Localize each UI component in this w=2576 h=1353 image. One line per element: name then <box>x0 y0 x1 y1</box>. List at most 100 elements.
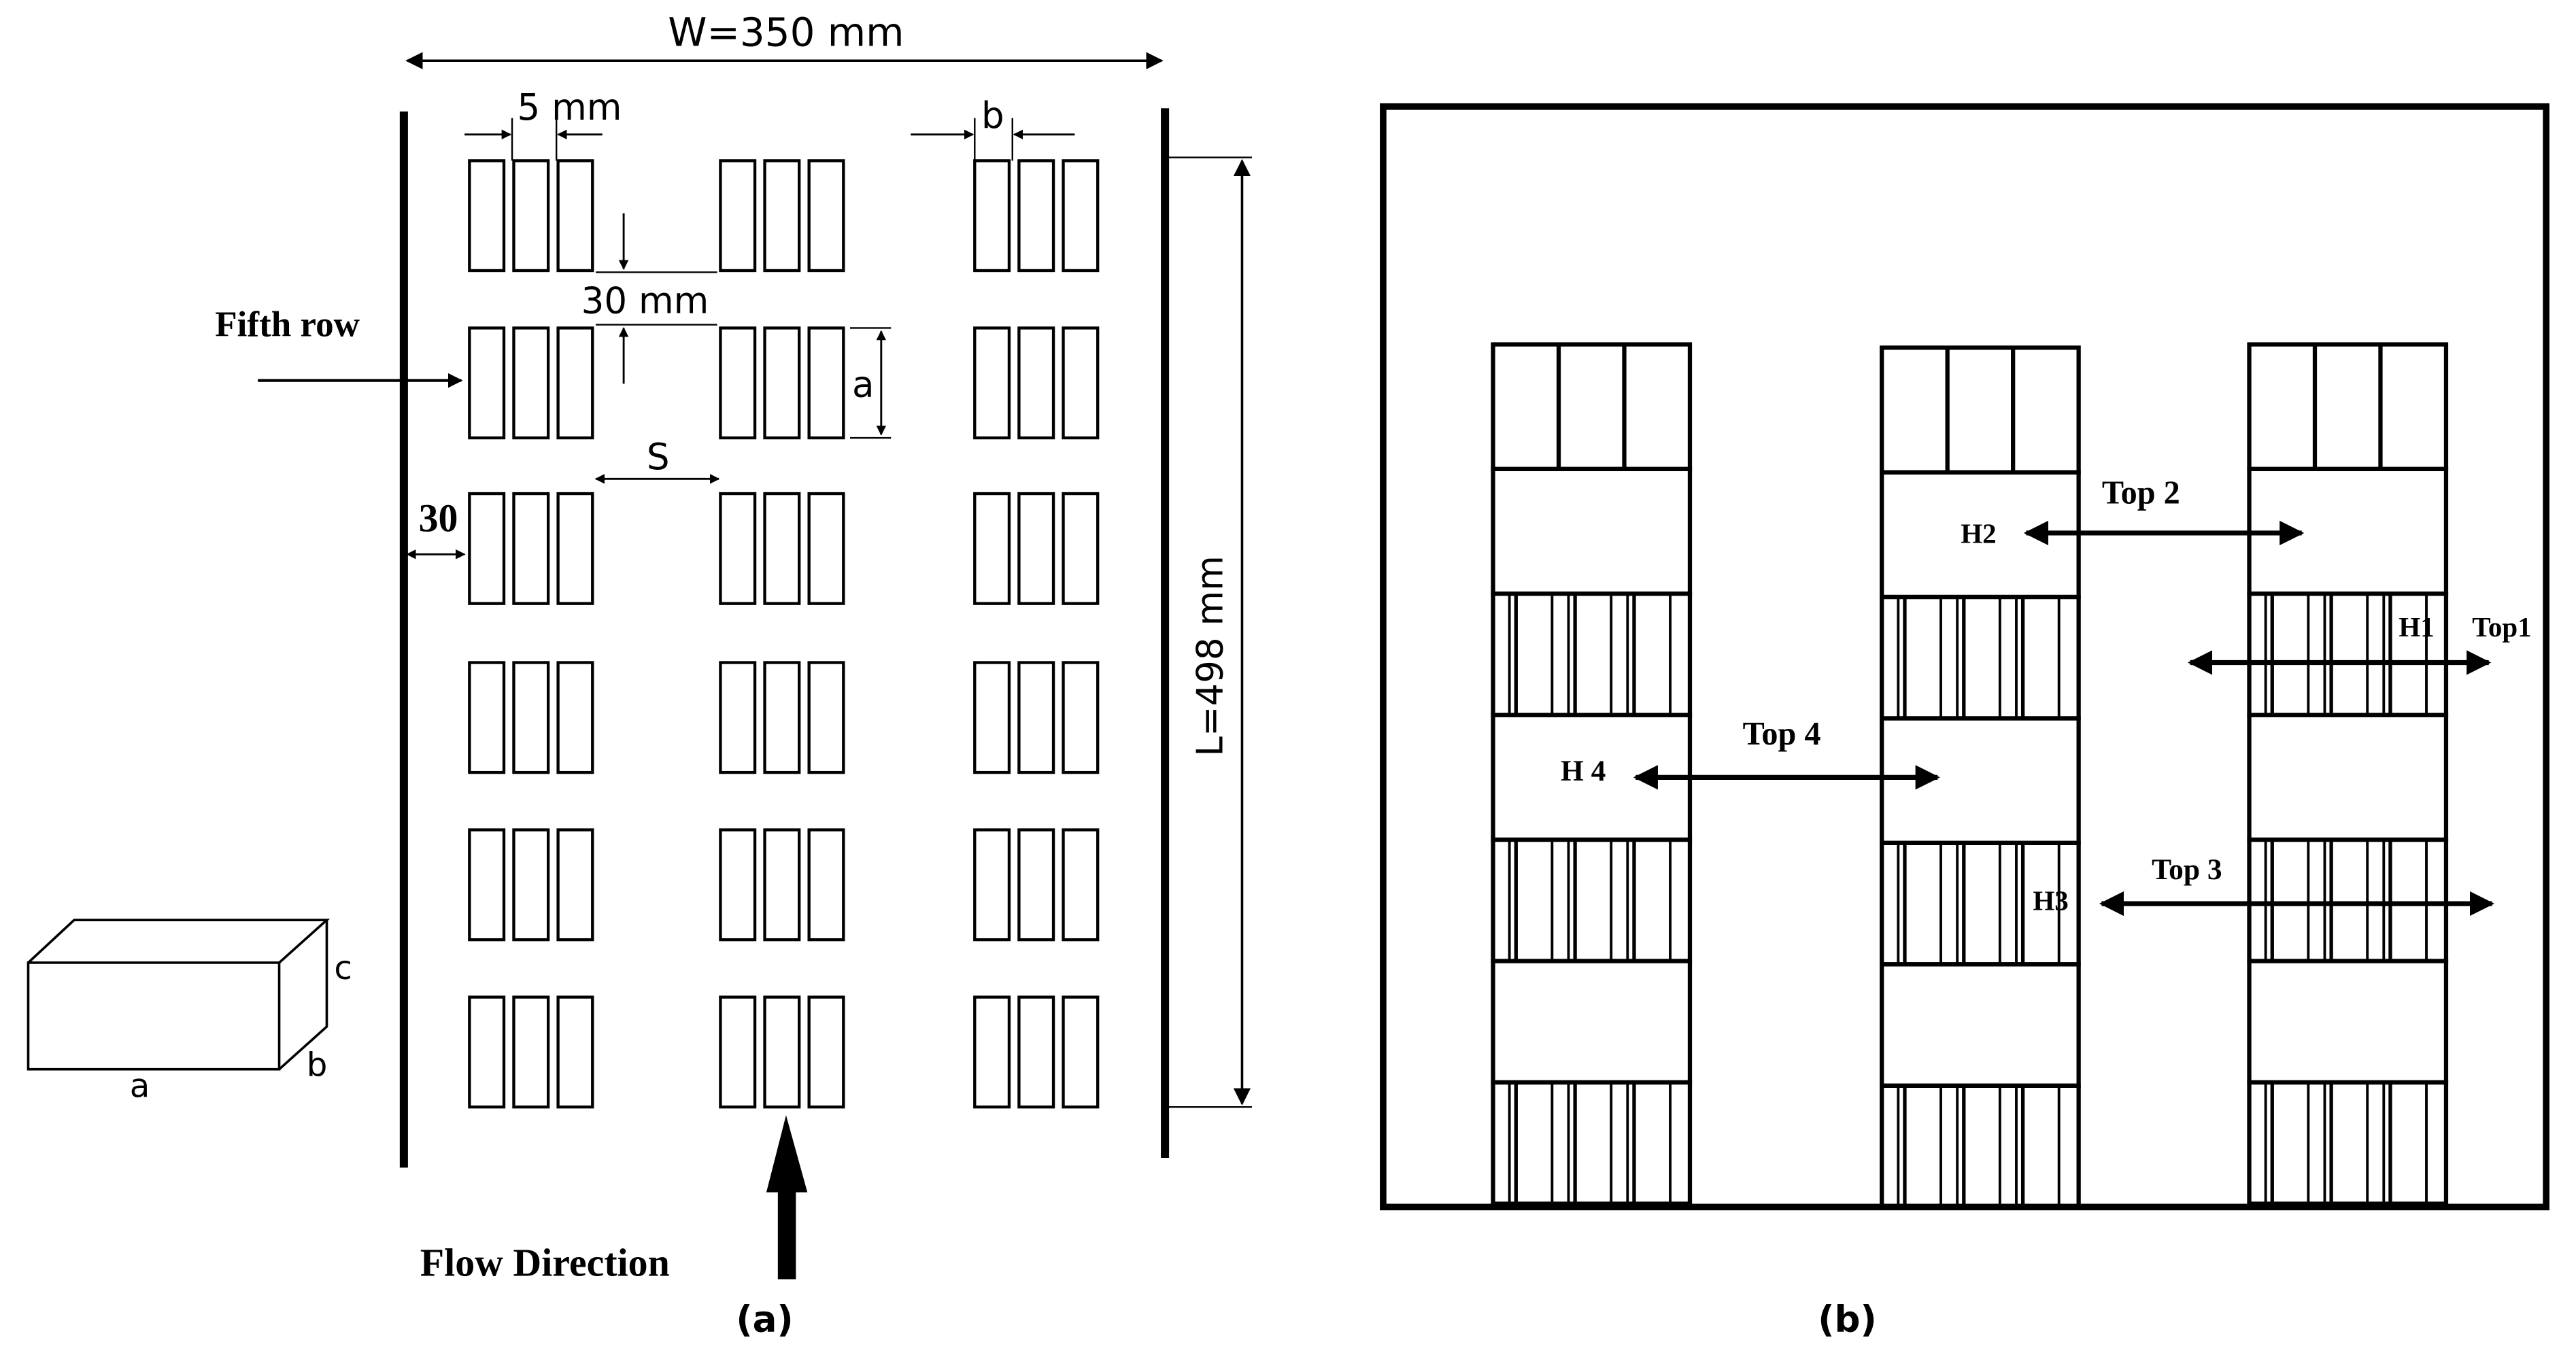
block-r2-g1-2 <box>512 326 550 440</box>
stack1-segment-7 <box>1491 1080 1693 1206</box>
stack1-segment-5 <box>1491 837 1693 963</box>
block-r2-g1-3 <box>556 326 594 440</box>
stack1-segment-6 <box>1491 959 1693 1085</box>
block-r2-g1-1 <box>468 326 506 440</box>
probe-top2-tag: H2 <box>1961 517 1996 549</box>
block-r3-g2-3 <box>807 492 845 605</box>
block-r4-g3-1 <box>973 661 1011 774</box>
probe-top4-name: Top 4 <box>1743 716 1821 752</box>
block-r5-g1-2 <box>512 828 550 942</box>
stack2-segment-1 <box>1880 345 2081 475</box>
stack3-segment-6 <box>2247 959 2449 1085</box>
block-r2-g3-1 <box>973 326 1011 440</box>
stack2-segment-3 <box>1880 594 2081 721</box>
row-gap-label: 30 mm <box>581 280 709 322</box>
block-r1-g1-2 <box>512 159 550 273</box>
stack1-segment-1 <box>1491 342 1693 472</box>
block-r4-g2-2 <box>763 661 801 774</box>
block-r4-g2-1 <box>719 661 757 774</box>
block-r3-g3-2 <box>1017 492 1055 605</box>
block-r5-g2-3 <box>807 828 845 942</box>
block-r3-g1-2 <box>512 492 550 605</box>
width-label: W=350 mm <box>668 10 904 56</box>
block-width-label: 5 mm <box>518 86 622 129</box>
block-r2-g3-3 <box>1062 326 1100 440</box>
cuboid-length-label: a <box>130 1067 150 1106</box>
flow-arrow-shaft <box>777 1184 796 1280</box>
spacing-label: S <box>647 436 670 478</box>
flow-direction-label: Flow Direction <box>420 1241 670 1285</box>
cuboid-height-label: c <box>334 949 352 987</box>
block-r5-g1-3 <box>556 828 594 942</box>
cuboid-front-face <box>27 961 281 1071</box>
block-r3-g2-1 <box>719 492 757 605</box>
block-r3-g3-1 <box>973 492 1011 605</box>
probe-top1-name: Top1 <box>2472 611 2531 643</box>
cuboid-sketch <box>27 919 331 1071</box>
stack3-segment-4 <box>2247 713 2449 842</box>
block-r1-g2-1 <box>719 159 757 273</box>
block-r6-g3-2 <box>1017 995 1055 1109</box>
probe-top3-name: Top 3 <box>2152 853 2222 886</box>
block-r6-g2-1 <box>719 995 757 1109</box>
caption-a: (a) <box>736 1299 793 1341</box>
block-r6-g1-2 <box>512 995 550 1109</box>
block-r5-g3-2 <box>1017 828 1055 942</box>
panel-a: W=350 mm L=498 mm 5 mm b 30 mm a S <box>27 10 1252 1341</box>
cuboid-depth-label: b <box>307 1046 328 1084</box>
stack2-segment-6 <box>1880 962 2081 1088</box>
block-r1-g3-2 <box>1017 159 1055 273</box>
cuboid-top-face <box>27 919 331 964</box>
block-r4-g1-3 <box>556 661 594 774</box>
length-label: L=498 mm <box>1189 555 1232 756</box>
block-r1-g2-3 <box>807 159 845 273</box>
flow-arrow-head <box>766 1115 808 1193</box>
probe-top2-name: Top 2 <box>2102 475 2180 511</box>
block-r2-g2-3 <box>807 326 845 440</box>
block-r1-g1-1 <box>468 159 506 273</box>
block-r1-g3-3 <box>1062 159 1100 273</box>
block-r3-g2-2 <box>763 492 801 605</box>
stack2-segment-7 <box>1880 1083 2081 1210</box>
stack3-segment-7 <box>2247 1080 2449 1206</box>
block-r2-g2-1 <box>719 326 757 440</box>
block-r4-g3-3 <box>1062 661 1100 774</box>
block-r4-g1-1 <box>468 661 506 774</box>
block-r5-g2-2 <box>763 828 801 942</box>
fifth-row-label: Fifth row <box>215 305 360 344</box>
block-r6-g2-3 <box>807 995 845 1109</box>
block-r4-g2-3 <box>807 661 845 774</box>
block-r6-g1-1 <box>468 995 506 1109</box>
stack1-segment-3 <box>1491 592 1693 717</box>
block-r4-g1-2 <box>512 661 550 774</box>
block-r5-g1-1 <box>468 828 506 942</box>
block-r6-g2-2 <box>763 995 801 1109</box>
cuboid-side-face <box>278 920 328 1071</box>
block-r6-g1-3 <box>556 995 594 1109</box>
stack1-segment-2 <box>1491 466 1693 596</box>
wall-gap-label: 30 <box>419 496 458 541</box>
block-r3-g1-3 <box>556 492 594 605</box>
block-r6-g3-3 <box>1062 995 1100 1109</box>
probe-top3-tag: H3 <box>2033 885 2068 917</box>
probe-top1-tag: H1 <box>2399 611 2434 643</box>
block-r5-g2-1 <box>719 828 757 942</box>
block-r2-g3-2 <box>1017 326 1055 440</box>
block-grid <box>468 159 1100 1109</box>
block-r1-g3-1 <box>973 159 1011 273</box>
block-r6-g3-1 <box>973 995 1011 1109</box>
stack3-segment-5 <box>2247 837 2449 963</box>
block-r5-g3-3 <box>1062 828 1100 942</box>
stack3-segment-1 <box>2247 342 2449 472</box>
block-r3-g1-1 <box>468 492 506 605</box>
gap-b-label: b <box>981 95 1004 137</box>
probe-top4-tag: H 4 <box>1561 755 1606 787</box>
block-r2-g2-2 <box>763 326 801 440</box>
height-a-label: a <box>852 364 875 406</box>
caption-b: (b) <box>1818 1299 1876 1341</box>
block-r1-g2-2 <box>763 159 801 273</box>
block-r1-g1-3 <box>556 159 594 273</box>
block-r5-g3-1 <box>973 828 1011 942</box>
block-r3-g3-3 <box>1062 492 1100 605</box>
